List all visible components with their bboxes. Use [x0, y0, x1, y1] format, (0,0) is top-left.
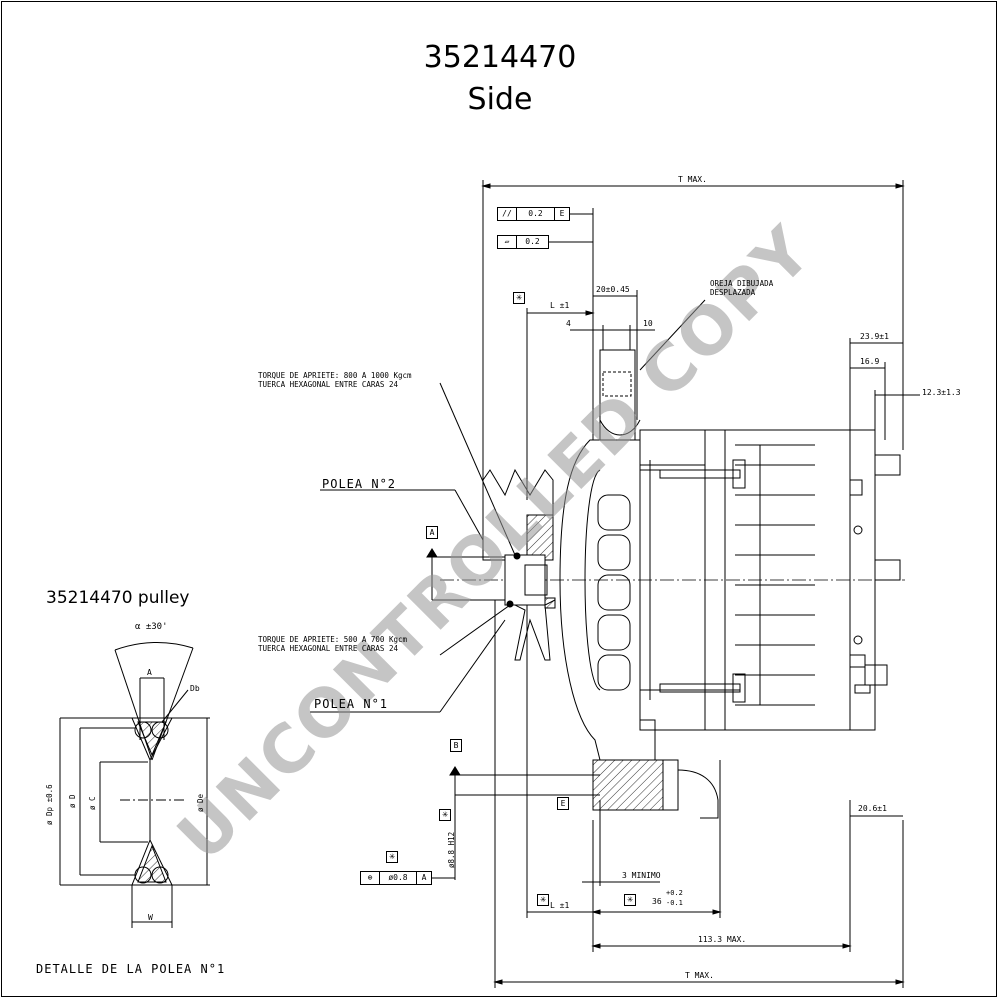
pulley-dp-label: ø Dp ±0.6 — [45, 784, 54, 825]
dim-10-label: 10 — [643, 319, 653, 328]
minimo-note: 3 MINIMO — [622, 871, 661, 880]
pulley-d-label: ø D — [68, 794, 77, 808]
dim-12-3-label: 12.3±1.3 — [922, 388, 961, 397]
critical-mark-icon: ✳ — [386, 851, 398, 863]
parallel-icon: // — [498, 208, 517, 220]
t-max-top-label: T MAX. — [678, 175, 707, 184]
pulley-a-label: A — [147, 668, 152, 677]
datum-a-box: A — [426, 526, 438, 539]
dim-36-minus: -0.1 — [666, 899, 683, 907]
pulley-w-label: W — [148, 913, 153, 922]
torque-bottom-line2: TUERCA HEXAGONAL ENTRE CARAS 24 — [258, 644, 398, 653]
position-icon: ⊕ — [361, 872, 380, 884]
dim-113-3-label: 113.3 MAX. — [698, 935, 747, 944]
pulley-c-label: ø C — [88, 796, 97, 810]
view-title: Side — [467, 82, 533, 117]
t-max-bottom-dimension — [493, 600, 905, 988]
dim-20-6-label: 20.6±1 — [858, 804, 887, 813]
torque-top-line2: TUERCA HEXAGONAL ENTRE CARAS 24 — [258, 380, 398, 389]
l-top-label: L ±1 — [550, 301, 570, 310]
polea-2-label: POLEA N°2 — [322, 477, 397, 491]
oreja-note: OREJA DIBUJADA DESPLAZADA — [710, 279, 773, 297]
pulley-1-outline — [504, 599, 556, 661]
torque-bottom-line1: TORQUE DE APRIETE: 500 A 700 Kgcm — [258, 635, 408, 644]
alpha-angle-label: α ±30' — [135, 622, 168, 632]
pulley-detail-caption: DETALLE DE LA POLEA N°1 — [36, 962, 226, 976]
critical-mark-icon: ✳ — [537, 894, 549, 906]
pulley-2-outline — [482, 468, 554, 561]
dim-23-9-label: 23.9±1 — [860, 332, 889, 341]
pulley-detail-title: 35214470 pulley — [46, 588, 190, 608]
torque-bottom-note: TORQUE DE APRIETE: 500 A 700 Kgcm TUERCA… — [258, 635, 407, 653]
mount-dimension-36 — [591, 760, 722, 918]
critical-mark-icon: ✳ — [439, 809, 451, 821]
dim-36-plus: +0.2 — [666, 889, 683, 897]
l-bottom-dimension — [526, 600, 593, 918]
l-top-dimension — [526, 208, 595, 500]
pulley-detail-drawing — [59, 641, 210, 928]
parallel-value: 0.2 — [517, 208, 555, 220]
part-number-title: 35214470 — [423, 40, 577, 75]
stator-body — [639, 429, 851, 731]
rear-end — [849, 429, 901, 731]
datum-e-box: E — [557, 797, 569, 810]
torque-top-note: TORQUE DE APRIETE: 800 A 1000 Kgcm TUERC… — [258, 371, 412, 389]
dim-20-label: 20±0.45 — [596, 285, 630, 294]
dim-4-label: 4 — [566, 319, 571, 328]
datum-b-box: B — [450, 739, 462, 752]
position-frame: ⊕ ø0.8 A — [360, 871, 432, 885]
front-housing — [559, 349, 719, 819]
overall-length-dimension — [591, 820, 852, 952]
l-bottom-label: L ±1 — [550, 901, 570, 910]
dim-16-9-label: 16.9 — [860, 357, 880, 366]
position-value: ø0.8 — [380, 872, 417, 884]
flatness-frame: ▱ 0.2 — [497, 235, 549, 249]
torque-top-line1: TORQUE DE APRIETE: 800 A 1000 Kgcm — [258, 371, 412, 380]
parallelism-frame: // 0.2 E — [497, 207, 570, 221]
polea-1-label: POLEA N°1 — [314, 697, 389, 711]
pulley-de-label: ø De — [196, 793, 205, 812]
t-max-bottom-label: T MAX. — [685, 971, 714, 980]
dim-36-label: 36 — [652, 897, 662, 906]
parallel-datum: E — [559, 209, 565, 218]
critical-mark-icon: ✳ — [624, 894, 636, 906]
pulley-db-label: Db — [190, 684, 200, 693]
flatness-value: 0.2 — [525, 237, 540, 246]
flatness-icon: ▱ — [498, 236, 517, 248]
oreja-line1: OREJA DIBUJADA — [710, 279, 774, 288]
bore-diameter-label: ø8.8 H12 — [447, 831, 456, 868]
critical-mark-icon: ✳ — [513, 292, 525, 304]
oreja-line2: DESPLAZADA — [710, 288, 756, 297]
position-datum: A — [421, 873, 427, 882]
